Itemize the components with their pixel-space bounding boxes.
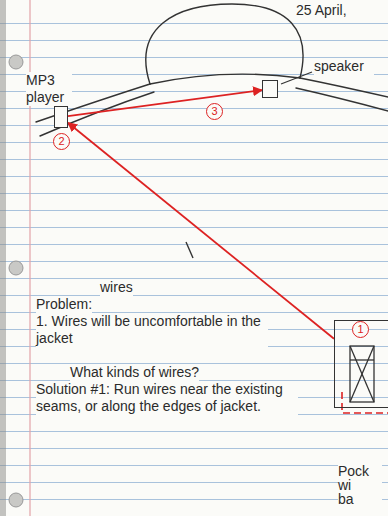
right-shoulder-inner [296,88,388,112]
wire-connector [68,90,262,116]
punch-hole [9,493,23,507]
solution-note: Solution #1: Run wires near the existing… [36,381,298,415]
punch-hole [9,55,23,69]
speaker-leader [281,72,312,84]
date-note: 25 April, [296,2,347,19]
battery-cross [350,346,374,402]
outline-shape [54,106,68,128]
punch-hole [9,261,23,275]
mp3-player-box: MP3 player [26,72,74,130]
pocket-bracket [342,392,388,413]
wire-connector [68,123,334,339]
collar-hood [146,4,303,84]
outline-shape [262,80,278,98]
node-label: Pock wi ba [338,464,382,506]
callout-number: 1 [352,321,369,338]
wires-tick [186,242,193,258]
question-note: What kinds of wires? [70,364,199,381]
battery-symbol [350,346,374,402]
battery-hatch [350,359,374,360]
battery-box [350,346,374,402]
problem-heading: Problem: [36,296,92,313]
ruled-lines [0,18,388,516]
problem-note: 1. Wires will be uncomfortable in the ja… [36,313,268,347]
node-label: speaker [314,58,374,75]
callout-number: 2 [53,133,70,150]
page-shadow [0,0,6,516]
wires-label: wires [100,279,133,296]
right-shoulder [300,78,388,98]
callout-number: 3 [206,103,223,120]
speaker-box: speaker [260,56,376,100]
node-label: MP3 player [26,72,72,106]
pocket-box: Pock wi ba [332,318,388,508]
jacket-outline [36,4,388,136]
battery-cross [350,346,374,402]
